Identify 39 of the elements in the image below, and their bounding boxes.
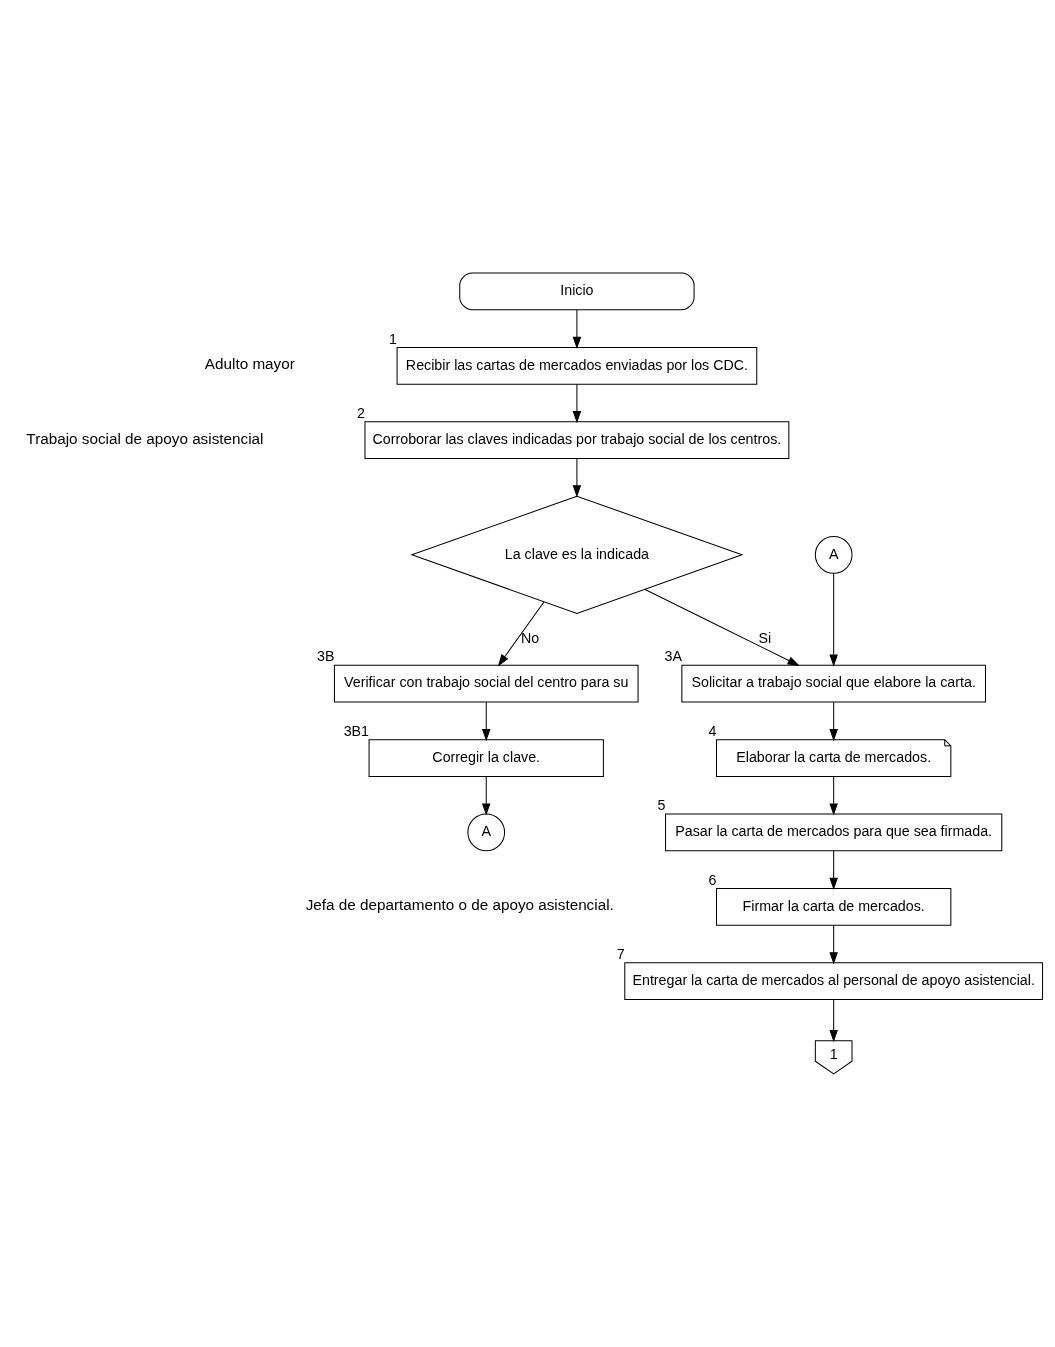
node-label: 7 bbox=[616, 945, 625, 962]
arrow bbox=[572, 383, 582, 424]
node-label: 3B bbox=[317, 648, 335, 665]
arrow bbox=[829, 850, 838, 890]
label: Jefa de departamento o de apoyo asistencial. bbox=[305, 896, 614, 914]
node-box: Verificar con trabajo social del centro para su bbox=[333, 664, 639, 703]
node-label: 3B1 bbox=[343, 722, 370, 739]
node-box: Entregar la carta de mercados al personal de apoyo asistencial. bbox=[624, 962, 1044, 1001]
node-label: 2 bbox=[356, 404, 365, 421]
node-box: Firmar la carta de mercados. bbox=[716, 888, 952, 926]
arrow bbox=[572, 458, 582, 498]
edge-label: Si bbox=[758, 630, 772, 647]
node-label: 6 bbox=[708, 871, 717, 888]
node-label: 4 bbox=[708, 722, 717, 739]
arrow bbox=[572, 309, 582, 349]
arrow bbox=[829, 701, 838, 742]
node-circle: A bbox=[467, 813, 506, 852]
node-label: 5 bbox=[657, 797, 666, 814]
arrow bbox=[481, 776, 491, 816]
arrow bbox=[644, 588, 800, 666]
arrow bbox=[829, 924, 838, 965]
arrow bbox=[497, 601, 545, 667]
node-box: Solicitar a trabajo social que elabore la carta. bbox=[681, 664, 986, 703]
arrow bbox=[829, 999, 838, 1043]
node-circle: A bbox=[814, 535, 853, 574]
node-box: Pasar la carta de mercados para que sea firmada. bbox=[665, 813, 1003, 852]
label: Adulto mayor bbox=[204, 355, 295, 373]
label: Trabajo social de apoyo asistencial bbox=[26, 429, 264, 447]
node-label: 1 bbox=[389, 330, 397, 347]
node-box: Corregir la clave. bbox=[368, 739, 604, 777]
arrow bbox=[829, 776, 838, 816]
edge-label: No bbox=[520, 630, 540, 647]
arrow bbox=[829, 572, 838, 667]
node-diamond: La clave es la indicada bbox=[410, 495, 744, 614]
node-box: Inicio bbox=[459, 272, 695, 311]
node-box: Recibir las cartas de mercados enviadas por los CDC. bbox=[396, 346, 758, 385]
arrow bbox=[481, 701, 491, 742]
node-box: Corroborar las claves indicadas por trabajo social de los centros. bbox=[364, 421, 790, 459]
node-label: 3A bbox=[664, 648, 682, 665]
